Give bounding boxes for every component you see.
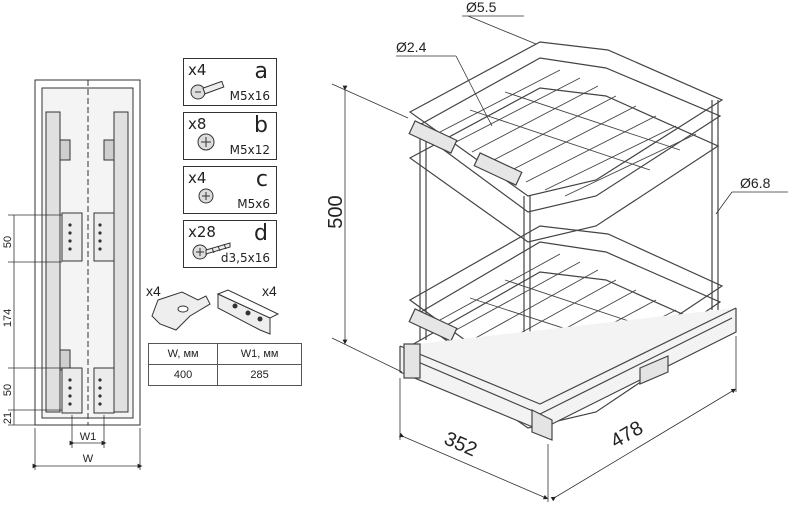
dim-diameter-wire: Ø2.4 (396, 39, 427, 55)
bracket-left-icon (151, 291, 211, 331)
hardware-letter: c (255, 167, 268, 192)
dim-diameter-post: Ø6.8 (740, 175, 771, 191)
dim-w: W (83, 453, 94, 465)
table-cell-w1: 285 (217, 364, 302, 386)
table-header-w1: W1, мм (217, 343, 302, 365)
wire-basket (399, 41, 737, 441)
dim-174: 174 (2, 309, 14, 327)
hardware-box-a: x4 a M5x16 (183, 58, 277, 106)
hardware-qty: x4 (188, 61, 207, 79)
small-screw-icon (198, 188, 214, 204)
hardware-letter: d (254, 221, 268, 246)
dim-21: 21 (2, 412, 14, 424)
hardware-letter: b (254, 113, 268, 138)
hardware-size: M5x16 (229, 89, 270, 103)
dim-w1: W1 (80, 431, 97, 443)
table-header-w: W, мм (147, 343, 219, 365)
screw-head-icon (197, 133, 215, 151)
side-dimension-chain (8, 214, 143, 470)
bracket-right-icon (216, 289, 280, 335)
table-cell-w: 400 (147, 364, 219, 386)
basket-dimension-lines (331, 15, 788, 502)
dim-depth-478: 478 (607, 417, 647, 453)
table-header-row: W, мм W1, мм (147, 343, 302, 365)
hardware-qty: x28 (188, 223, 216, 241)
dim-50-top: 50 (2, 236, 14, 248)
bracket-left-qty: x4 (146, 283, 161, 299)
hardware-letter: a (254, 59, 268, 84)
dim-width-352: 352 (441, 428, 480, 462)
dim-height-500: 500 (325, 195, 347, 228)
hardware-size: M5x12 (229, 143, 270, 157)
hardware-size: d3,5x16 (220, 251, 270, 265)
hardware-size: M5x6 (237, 197, 270, 211)
spec-table: W, мм W1, мм 400 285 (147, 343, 302, 386)
wood-screw-icon (192, 242, 231, 260)
dim-diameter-top: Ø5.5 (466, 0, 497, 15)
hardware-qty: x8 (188, 115, 207, 133)
dim-50-bottom: 50 (2, 384, 14, 396)
confirmat-screw-icon (190, 81, 225, 100)
bracket-right-qty: x4 (262, 283, 277, 299)
hardware-box-d: x28 d d3,5x16 (183, 220, 277, 268)
hardware-qty: x4 (188, 169, 207, 187)
hardware-box-c: x4 c M5x6 (183, 166, 277, 214)
cabinet-side-view (34, 79, 141, 426)
hardware-box-b: x8 b M5x12 (183, 112, 277, 160)
table-row: 400 285 (147, 364, 302, 386)
